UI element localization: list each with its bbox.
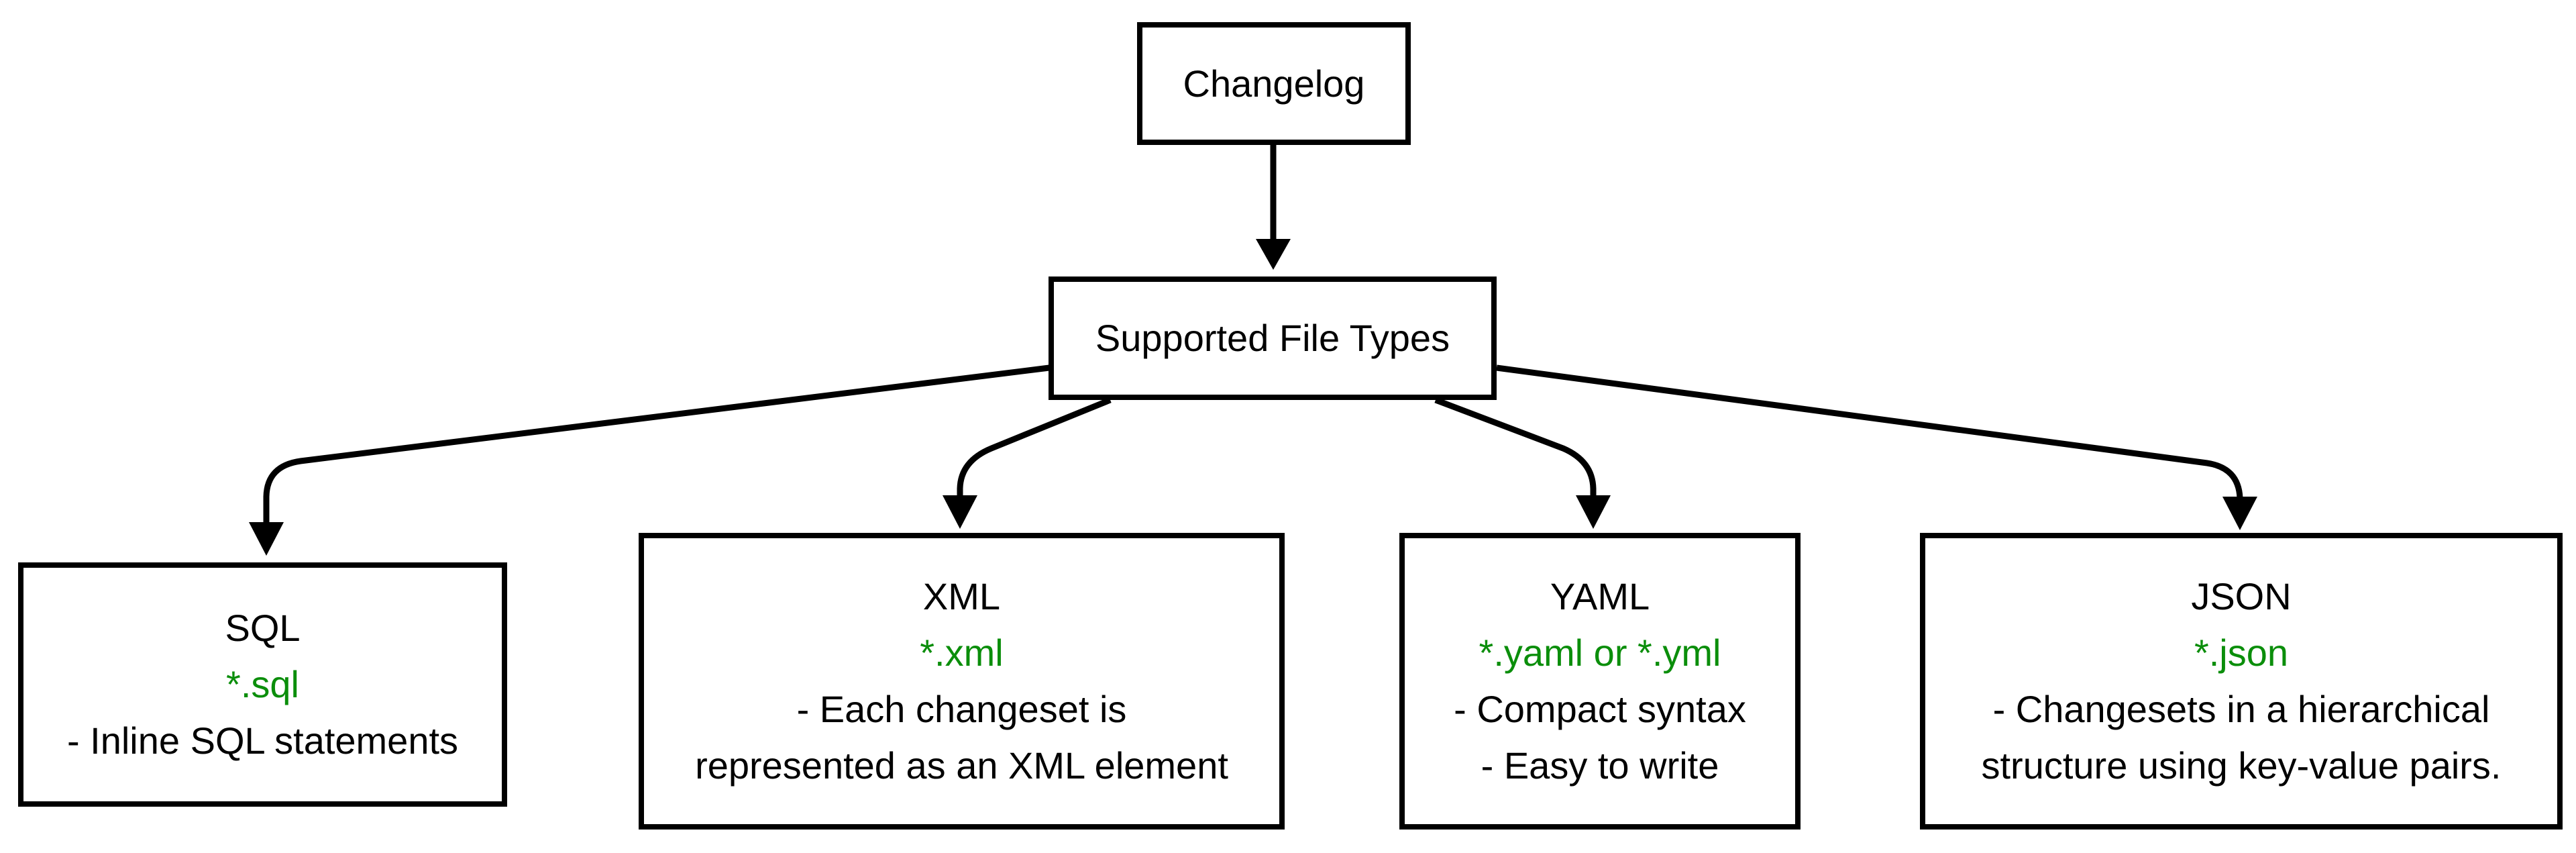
xml-title: XML bbox=[922, 575, 1001, 617]
node-json: JSON *.json - Changesets in a hierarchic… bbox=[1920, 533, 2563, 830]
node-changelog: Changelog bbox=[1137, 22, 1411, 145]
node-yaml: YAML *.yaml or *.yml - Compact syntax - E… bbox=[1399, 533, 1801, 830]
yaml-extension: *.yaml or *.yml bbox=[1479, 632, 1721, 674]
json-title: JSON bbox=[2191, 575, 2292, 617]
arrowhead-down-icon bbox=[1256, 239, 1291, 270]
yaml-description: - Compact syntax - Easy to write bbox=[1454, 681, 1746, 794]
xml-extension: *.xml bbox=[920, 632, 1004, 674]
sql-extension: *.sql bbox=[226, 663, 299, 705]
description-line: represented as an XML element bbox=[695, 744, 1228, 787]
node-supported-file-types-label: Supported File Types bbox=[1095, 317, 1450, 359]
edge-hub-to-json bbox=[1496, 364, 2257, 530]
json-extension: *.json bbox=[2194, 632, 2289, 674]
json-description: - Changesets in a hierarchical structure … bbox=[1981, 681, 2501, 794]
edge-hub-to-yaml bbox=[1434, 397, 1611, 529]
description-line: - Easy to write bbox=[1481, 744, 1719, 787]
node-changelog-label: Changelog bbox=[1183, 62, 1365, 105]
description-line: - Each changeset is bbox=[796, 688, 1127, 730]
node-supported-file-types: Supported File Types bbox=[1049, 277, 1497, 400]
xml-description: - Each changeset is represented as an XML… bbox=[695, 681, 1228, 794]
node-sql: SQL *.sql - Inline SQL statements bbox=[18, 562, 507, 807]
node-xml: XML *.xml - Each changeset is represented… bbox=[639, 533, 1285, 830]
sql-title: SQL bbox=[225, 607, 301, 649]
arrowhead-down-icon bbox=[2222, 497, 2257, 530]
edge-hub-to-xml bbox=[943, 397, 1112, 529]
arrowhead-down-icon bbox=[249, 522, 284, 556]
description-line: - Inline SQL statements bbox=[66, 719, 459, 762]
description-line: structure using key-value pairs. bbox=[1981, 744, 2502, 787]
edge-changelog-to-hub bbox=[1256, 144, 1291, 270]
description-line: - Compact syntax bbox=[1454, 688, 1746, 730]
sql-description: - Inline SQL statements bbox=[67, 713, 458, 769]
description-line: - Changesets in a hierarchical bbox=[1992, 688, 2490, 730]
edge-hub-to-sql bbox=[249, 364, 1050, 556]
arrowhead-down-icon bbox=[1576, 495, 1611, 529]
arrowhead-down-icon bbox=[943, 495, 977, 529]
yaml-title: YAML bbox=[1550, 575, 1650, 617]
